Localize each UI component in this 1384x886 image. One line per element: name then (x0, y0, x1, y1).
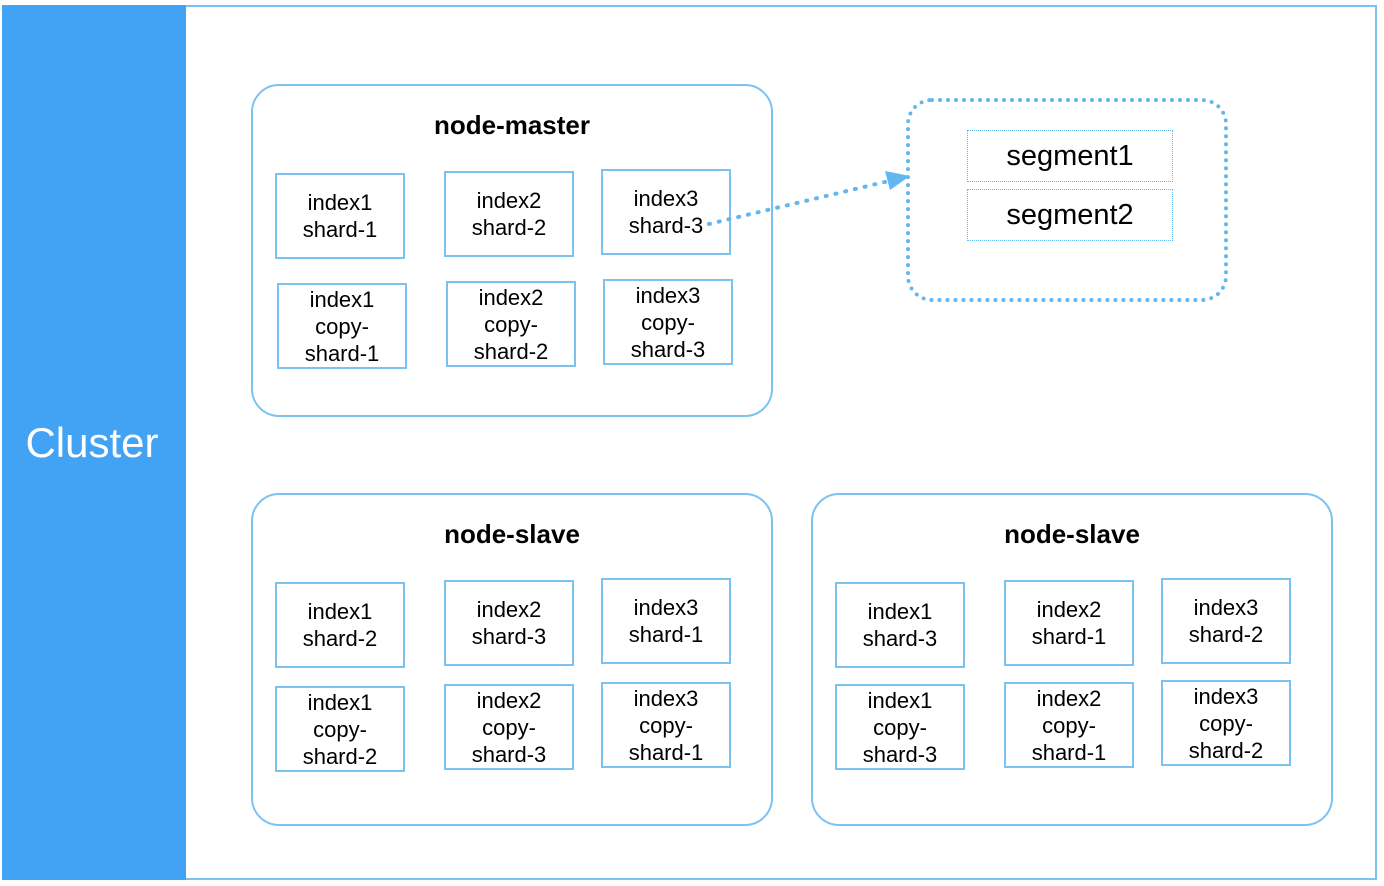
cluster-label: Cluster (25, 418, 159, 466)
cluster-sidebar: Cluster (2, 5, 186, 880)
shard-box: index3 shard-1 (601, 578, 731, 664)
shard-box: index2 shard-3 (444, 580, 574, 666)
copy-shard-box: index3 copy- shard-2 (1161, 680, 1291, 766)
copy-shard-box: index1 copy- shard-3 (835, 684, 965, 770)
copy-shard-box: index3 copy- shard-1 (601, 682, 731, 768)
copy-shard-box: index2 copy- shard-3 (444, 684, 574, 770)
node-title: node-slave (1004, 519, 1140, 549)
copy-shard-box: index2 copy- shard-2 (446, 281, 576, 367)
arrow-head (885, 171, 910, 190)
shard-box: index1 shard-3 (835, 582, 965, 668)
arrow-line (707, 178, 895, 226)
segment-group: segment1 segment2 (906, 98, 1228, 302)
node-slave-box: node-slave index1 shard-3 index2 shard-1… (811, 493, 1333, 826)
copy-shard-box: index1 copy- shard-1 (277, 283, 407, 369)
shard-box: index3 shard-3 (601, 169, 731, 255)
shard-box: index2 shard-1 (1004, 580, 1134, 666)
shard-box: index3 shard-2 (1161, 578, 1291, 664)
node-slave-box: node-slave index1 shard-2 index2 shard-3… (251, 493, 773, 826)
node-master-box: node-master index1 shard-1 index2 shard-… (251, 84, 773, 417)
copy-shard-box: index2 copy- shard-1 (1004, 682, 1134, 768)
copy-shard-box: index1 copy- shard-2 (275, 686, 405, 772)
shard-box: index2 shard-2 (444, 171, 574, 257)
node-title: node-slave (444, 519, 580, 549)
segment-box: segment2 (967, 189, 1173, 241)
segment-box: segment1 (967, 130, 1173, 182)
shard-box: index1 shard-1 (275, 173, 405, 259)
node-title: node-master (433, 110, 591, 140)
shard-box: index1 shard-2 (275, 582, 405, 668)
copy-shard-box: index3 copy- shard-3 (603, 279, 733, 365)
